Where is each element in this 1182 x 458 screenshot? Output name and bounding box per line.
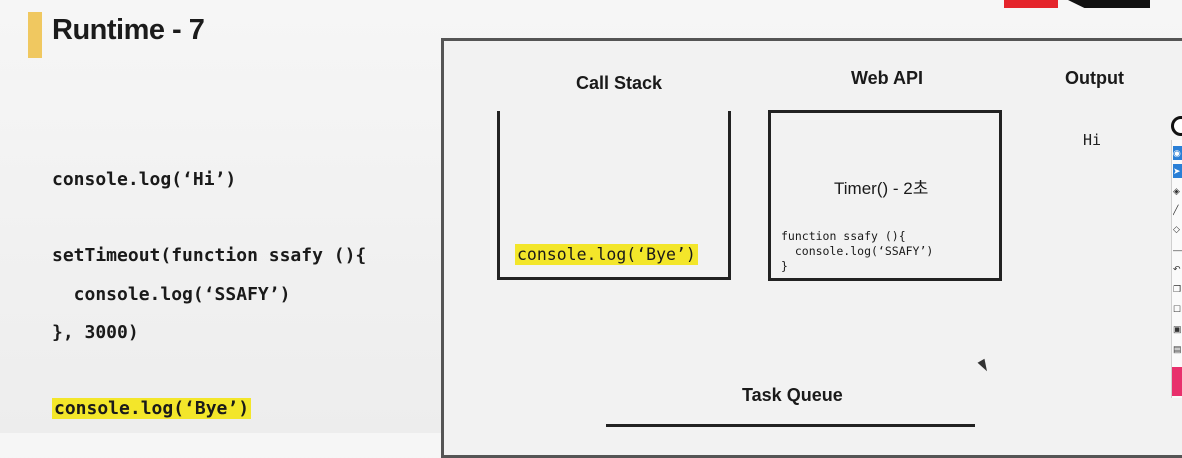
tag-icon[interactable]: ◈ xyxy=(1173,186,1180,196)
code-line-1: console.log(‘Hi’) xyxy=(52,169,237,190)
output-value: Hi xyxy=(1083,131,1102,149)
timer-label: Timer() - 2초 xyxy=(834,179,929,198)
brand-logo-black xyxy=(1068,0,1150,8)
brand-logo-red xyxy=(1004,0,1058,8)
cursor-icon[interactable]: ➤ xyxy=(1173,164,1182,178)
comment-icon[interactable]: ☐ xyxy=(1173,304,1182,314)
call-stack-item: console.log(‘Bye’) xyxy=(515,244,698,265)
fn-line-1: function ssafy (){ xyxy=(781,229,906,243)
task-queue-title: Task Queue xyxy=(742,385,843,405)
camera-icon[interactable]: ▣ xyxy=(1173,324,1182,334)
fn-line-2: console.log(‘SSAFY’) xyxy=(781,244,934,258)
output-title: Output xyxy=(1065,68,1124,88)
fn-line-3: } xyxy=(781,259,788,273)
call-stack-box xyxy=(497,111,731,280)
title-accent-bar xyxy=(28,12,42,58)
code-line-3: console.log(‘SSAFY’) xyxy=(52,284,291,305)
clipboard-icon[interactable]: ▤ xyxy=(1173,344,1182,354)
eraser-icon[interactable]: ◇ xyxy=(1173,224,1180,234)
color-swatch-pink[interactable] xyxy=(1172,367,1182,396)
code-highlight: console.log(‘Bye’) xyxy=(52,398,252,419)
annotation-toolbar xyxy=(1171,140,1182,398)
slide-title: Runtime - 7 xyxy=(52,14,205,46)
code-line-2: setTimeout(function ssafy (){ xyxy=(52,245,367,266)
annotation-app-logo-icon[interactable] xyxy=(1171,116,1182,136)
copy-icon[interactable]: ❐ xyxy=(1173,284,1182,294)
line-icon[interactable]: — xyxy=(1173,245,1182,255)
code-line-4: }, 3000) xyxy=(52,322,139,343)
undo-icon[interactable]: ↶ xyxy=(1173,264,1181,274)
web-api-title: Web API xyxy=(851,68,924,88)
call-stack-title: Call Stack xyxy=(576,73,663,93)
eye-icon[interactable]: ◉ xyxy=(1173,146,1182,160)
web-api-box xyxy=(768,110,1002,281)
code-line-5: console.log(‘Bye’) xyxy=(52,398,252,419)
task-queue-line xyxy=(606,424,975,427)
pen-icon[interactable]: ╱ xyxy=(1173,205,1179,215)
